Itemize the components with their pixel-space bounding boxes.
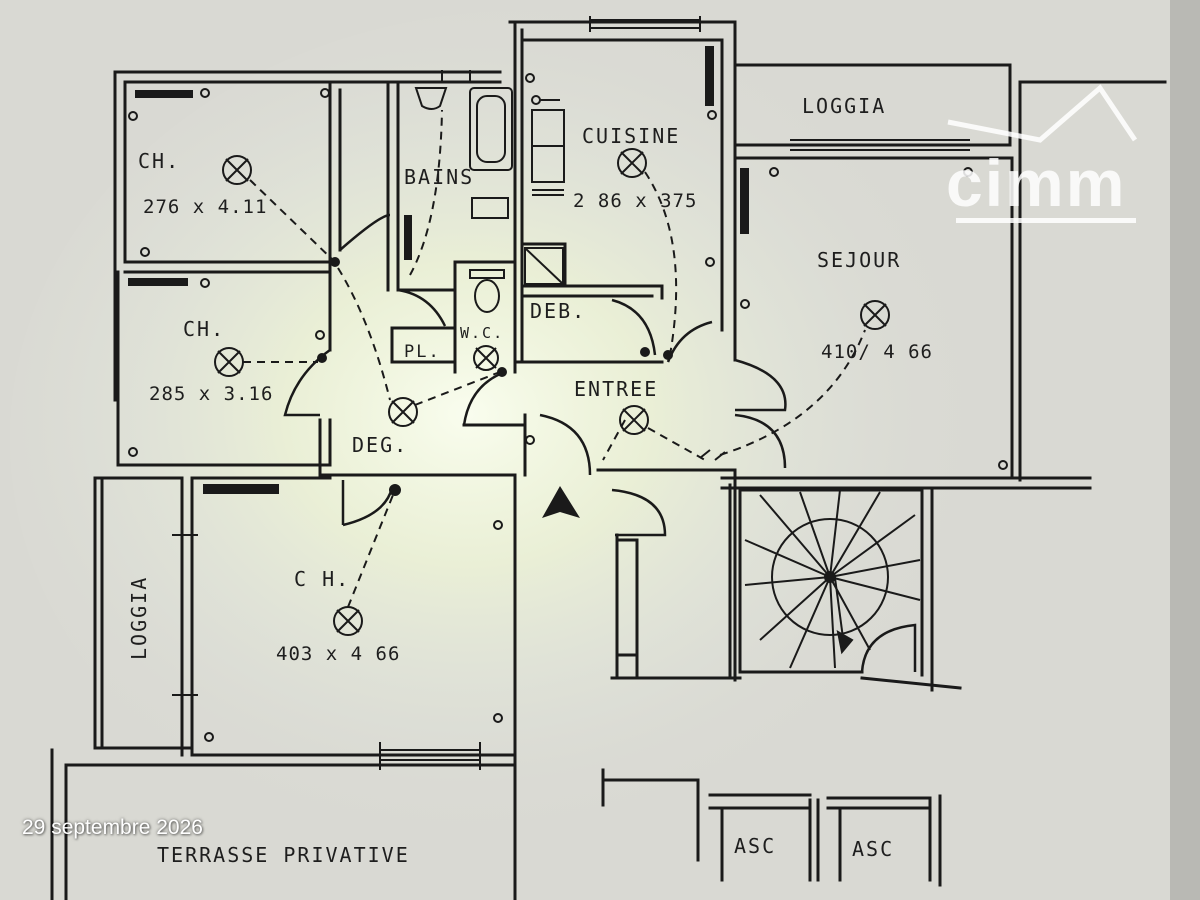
label-loggia-left: LOGGIA <box>127 576 151 660</box>
label-entree: ENTREE <box>574 377 658 401</box>
dims-cuisine: 2 86 x 375 <box>573 190 697 212</box>
ceiling-light-icon <box>473 345 499 371</box>
photo-date-stamp: 29 septembre 2026 <box>22 816 203 839</box>
windows <box>172 16 970 770</box>
screen-edge <box>1170 0 1200 900</box>
dims-ch-mid: 285 x 3.16 <box>149 383 273 405</box>
circuit-lines <box>243 109 866 608</box>
dims-sejour: 410/ 4 66 <box>821 341 933 363</box>
sockets <box>128 73 1008 742</box>
label-sejour: SEJOUR <box>817 248 901 272</box>
doors <box>283 213 917 673</box>
label-cuisine: CUISINE <box>582 124 680 148</box>
label-ch-top: CH. <box>138 149 180 173</box>
watermark-logo: cimm <box>946 84 1138 223</box>
dims-ch-bottom: 403 x 4 66 <box>276 643 400 665</box>
ceiling-light-icon <box>617 148 647 178</box>
label-deg: DEG. <box>352 433 408 457</box>
label-wc: W.C. <box>460 324 504 342</box>
toilet-icon <box>474 279 500 313</box>
screen-glare <box>10 10 1050 870</box>
label-deb: DEB. <box>530 299 586 323</box>
label-ch-mid: CH. <box>183 317 225 341</box>
label-pl: PL. <box>404 342 441 362</box>
electrical <box>214 109 890 636</box>
ceiling-light-icon <box>388 397 418 427</box>
label-terrasse: TERRASSE PRIVATIVE <box>157 843 410 867</box>
logo-text: cimm <box>946 146 1126 220</box>
washbasin-icon <box>471 197 509 219</box>
walls <box>50 20 1167 900</box>
room-labels: CH. 276 x 4.11 CH. 285 x 3.16 C H. 403 x… <box>127 94 933 867</box>
sink-icon <box>414 87 448 110</box>
entrance-arrow-icon <box>542 486 580 518</box>
roof-icon <box>947 84 1138 143</box>
label-loggia-top: LOGGIA <box>802 94 886 118</box>
fixtures <box>414 87 565 313</box>
logo-underline <box>956 218 1136 223</box>
label-asc-2: ASC <box>852 837 894 861</box>
radiators <box>128 46 749 494</box>
bathtub-icon <box>469 87 513 171</box>
water-heater-icon <box>524 247 564 285</box>
label-bains: BAINS <box>404 165 474 189</box>
ceiling-light-icon <box>860 300 890 330</box>
dims-ch-top: 276 x 4.11 <box>143 196 267 218</box>
ceiling-light-icon <box>222 155 252 185</box>
ceiling-light-icon <box>619 405 649 435</box>
label-ch-bottom: C H. <box>294 567 350 591</box>
spiral-staircase <box>744 489 921 669</box>
label-asc-1: ASC <box>734 834 776 858</box>
